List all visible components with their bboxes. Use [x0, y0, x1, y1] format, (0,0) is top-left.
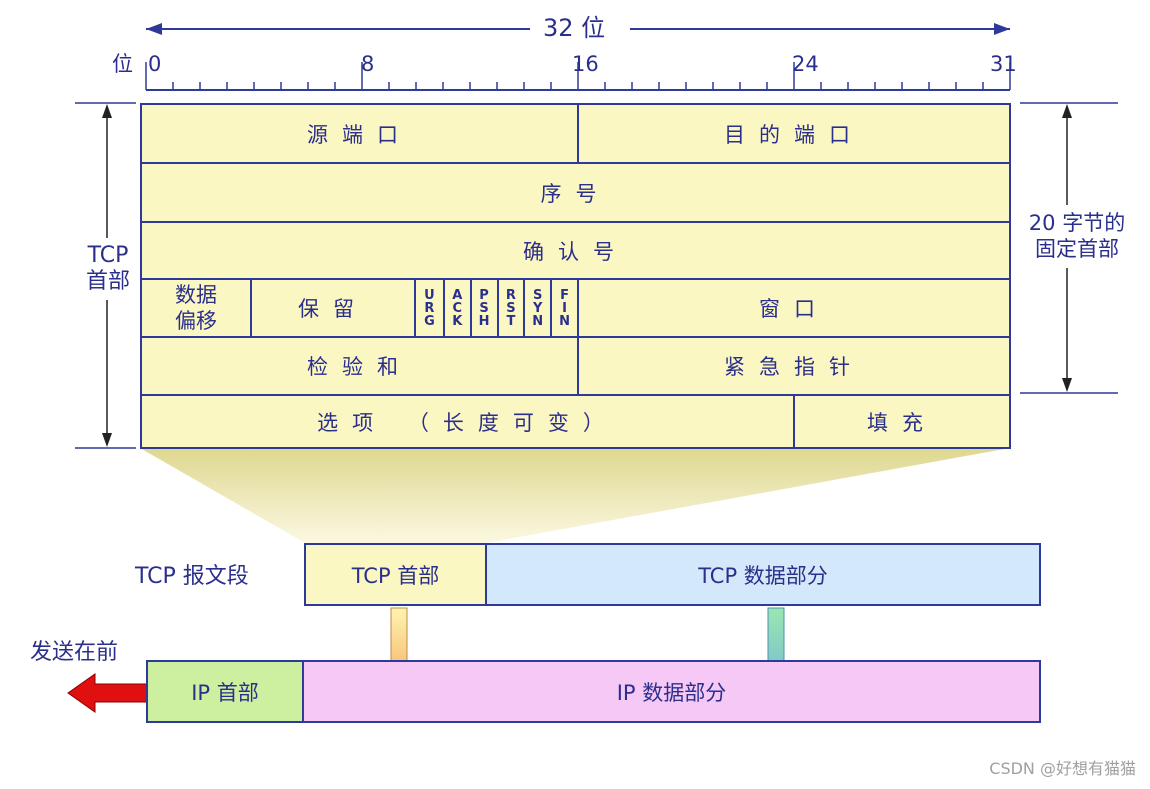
flag-letter: C: [452, 300, 463, 316]
field-data-offset: 数据 偏移: [175, 283, 217, 333]
field-checksum: 检验和: [307, 355, 412, 379]
tcp-header-side-label: TCP 首部: [85, 243, 130, 294]
send-first-arrow: [67, 673, 148, 713]
field-reserved: 保留: [298, 297, 368, 321]
flag-letter: R: [505, 287, 516, 303]
tick-label-24: 24: [792, 52, 819, 76]
bit-unit-label: 位: [112, 52, 133, 76]
flag-letter: Y: [533, 300, 543, 316]
field-window: 窗口: [759, 297, 829, 321]
col-divider: [793, 396, 795, 447]
tcp-header-span-arrow-down: [102, 433, 112, 447]
flag-letter: S: [533, 287, 543, 303]
row-divider: [142, 278, 1009, 280]
fixed-span-arrow-down: [1062, 378, 1072, 392]
width-arrowhead-right: [994, 23, 1010, 35]
field-destination-port: 目的端口: [724, 122, 864, 147]
bit-ruler: [145, 62, 1011, 91]
fixed-header-side-label: 20 字节的 固定首部: [1028, 211, 1126, 261]
tick-label-8: 8: [361, 52, 375, 76]
ip-header: IP 首部: [146, 660, 304, 723]
flag-letter: P: [479, 287, 489, 303]
flag-letter: I: [562, 300, 567, 316]
field-urgent-pointer: 紧急指针: [724, 355, 864, 379]
flag-letter: G: [424, 313, 435, 329]
tcp-segment-label: TCP 报文段: [135, 564, 249, 589]
flag-letter: H: [478, 313, 490, 329]
tick-label-16: 16: [572, 52, 599, 76]
watermark: CSDN @好想有猫猫: [989, 759, 1136, 778]
col-divider: [577, 338, 579, 394]
ip-data: IP 数据部分: [302, 660, 1041, 723]
width-label: 32 位: [543, 14, 606, 42]
col-divider: [414, 280, 416, 336]
tick-label-0: 0: [148, 52, 162, 76]
field-source-port: 源端口: [307, 122, 412, 147]
field-options: 选项 （长度可变）: [317, 410, 618, 435]
flag-letter: S: [506, 300, 516, 316]
col-divider: [250, 280, 252, 336]
flag-letter: N: [532, 313, 544, 329]
fixed-span-arrow-up: [1062, 104, 1072, 118]
flag-letter: K: [452, 313, 463, 329]
tcp-header-span-arrow-up: [102, 104, 112, 118]
flag-letter: A: [452, 287, 463, 303]
row-divider: [142, 336, 1009, 338]
row-divider: [142, 162, 1009, 164]
flag-letter: S: [479, 300, 489, 316]
col-divider: [577, 105, 579, 162]
flag-letter: T: [506, 313, 516, 329]
tcp-segment-data: TCP 数据部分: [485, 543, 1041, 606]
expansion-trapezoid: [140, 448, 1010, 543]
flag-letter: U: [424, 287, 435, 303]
flag-letter: F: [560, 287, 570, 303]
flag-letter: R: [424, 300, 435, 316]
row-divider: [142, 394, 1009, 396]
row-divider: [142, 221, 1009, 223]
col-divider: [577, 280, 579, 336]
field-sequence-number: 序号: [540, 181, 611, 206]
field-padding: 填充: [867, 410, 937, 435]
send-first-label: 发送在前: [30, 640, 119, 665]
tcp-segment-header: TCP 首部: [304, 543, 487, 606]
field-ack-number: 确认号: [523, 239, 628, 264]
flag-letter: N: [559, 313, 571, 329]
width-arrowhead-left: [146, 23, 162, 35]
tick-label-31: 31: [990, 52, 1017, 76]
